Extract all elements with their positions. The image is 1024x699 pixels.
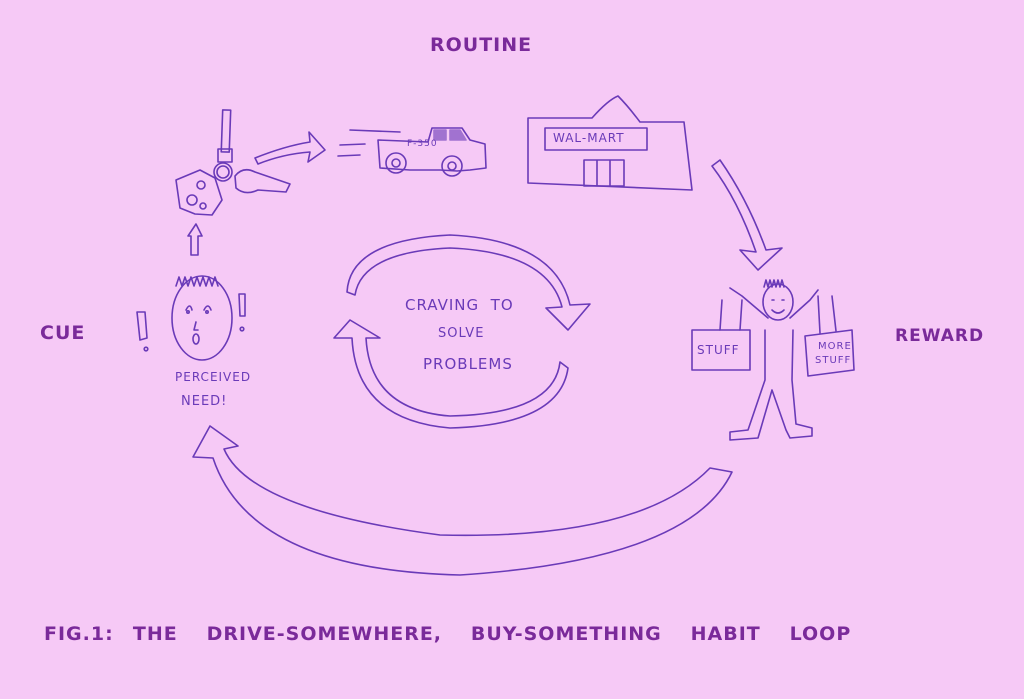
truck-text: F-350 xyxy=(407,139,438,149)
perceived-need-line2: NEED! xyxy=(181,394,228,409)
arrow-store-to-reward xyxy=(711,159,783,271)
perceived-need-line1: PERCEIVED xyxy=(175,370,252,384)
craving-line1: CRAVING TO xyxy=(405,296,514,314)
craving-line3: PROBLEMS xyxy=(423,355,513,373)
craving-line2: SOLVE xyxy=(438,326,485,341)
arrow-reward-to-cue xyxy=(192,425,733,576)
bag-left-text: STUFF xyxy=(697,343,740,357)
cue-label: CUE xyxy=(40,322,86,344)
arrow-cue-to-keys xyxy=(187,223,203,256)
store-building-icon xyxy=(527,95,693,191)
figure-caption: FIG.1: THE DRIVE-SOMEWHERE, BUY-SOMETHIN… xyxy=(44,623,852,645)
craving-loop-arrows xyxy=(333,234,591,429)
arrow-keys-to-truck xyxy=(254,131,326,165)
reward-person-icon xyxy=(691,279,855,441)
truck-icon xyxy=(337,127,487,177)
bag-right-line1: MORE xyxy=(818,341,852,352)
reward-label: REWARD xyxy=(895,326,985,346)
bag-right-line2: STUFF xyxy=(815,355,852,366)
routine-label: ROUTINE xyxy=(430,34,533,56)
car-keys-icon xyxy=(175,109,291,216)
cue-face-icon xyxy=(136,275,246,361)
store-sign: WAL-MART xyxy=(553,131,625,145)
